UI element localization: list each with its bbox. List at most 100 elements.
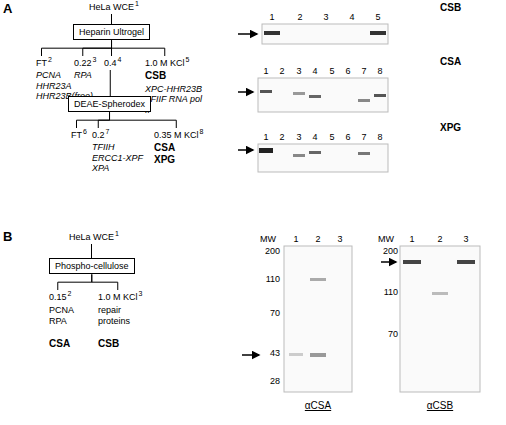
protein-list: PCNA RPA xyxy=(49,305,78,326)
fraction-number: 7 xyxy=(106,128,110,135)
blot-band xyxy=(293,92,305,95)
tree-line xyxy=(111,14,112,24)
blot-band xyxy=(289,353,303,356)
fraction-heading: 0.27 xyxy=(92,130,147,140)
lane-number: 3 xyxy=(323,12,328,22)
fraction-number: 1 xyxy=(115,230,119,237)
fraction-node: 0.27TFIIH ERCC1-XPF XPA xyxy=(92,130,147,173)
column-box: Phospho-cellulose xyxy=(49,258,135,274)
protein-label: CSA XPG xyxy=(154,142,179,165)
band-arrow xyxy=(381,261,396,263)
protein-list: XPC-HHR23B TFIIF RNA pol II xyxy=(145,84,206,115)
fraction-heading: 1.0 M KCl3 xyxy=(98,292,142,302)
blot-band xyxy=(374,94,386,97)
antibody-name: CSA xyxy=(440,56,461,68)
fraction-label: FT xyxy=(36,58,47,68)
mw-marker: 28 xyxy=(270,376,280,386)
band-arrow xyxy=(238,149,253,151)
column-name: DEAE-Spherodex xyxy=(74,99,145,109)
mw-marker: 110 xyxy=(384,287,398,297)
mw-marker: 43 xyxy=(270,348,280,358)
mw-heading: MW xyxy=(260,234,276,244)
fraction-heading: 0.152 xyxy=(49,292,78,302)
fraction-label: 0.4 xyxy=(104,58,117,68)
fraction-heading: 0.223 xyxy=(74,58,96,68)
mw-marker: 70 xyxy=(270,308,280,318)
tree-line xyxy=(110,70,111,96)
fraction-label: 1.0 M KCl xyxy=(145,58,185,68)
lane-number: 4 xyxy=(312,132,317,142)
fraction-number: 3 xyxy=(93,56,97,63)
lane-number: 7 xyxy=(361,132,366,142)
band-arrow xyxy=(238,91,253,93)
fraction-number: 2 xyxy=(48,56,52,63)
blot-membrane xyxy=(258,144,388,172)
mw-marker: 70 xyxy=(388,329,398,339)
mw-marker: 110 xyxy=(266,274,280,284)
lane-number: 8 xyxy=(377,132,382,142)
lane-number: 1 xyxy=(263,132,268,142)
fraction-number: 8 xyxy=(200,128,204,135)
lane-number: 3 xyxy=(296,66,301,76)
lane-number: 7 xyxy=(361,66,366,76)
protein-list: RPA xyxy=(74,70,95,80)
blot-band xyxy=(293,154,305,157)
protein-list: repair proteins xyxy=(98,305,134,326)
lane-number: 1 xyxy=(269,12,274,22)
blot-band xyxy=(310,278,326,281)
mw-heading: MW xyxy=(378,234,394,244)
blot-band xyxy=(259,148,273,153)
blot-band xyxy=(309,95,321,98)
fraction-node: 0.44 xyxy=(104,58,121,68)
blot-band xyxy=(309,151,321,154)
column-name: Phospho-cellulose xyxy=(55,261,129,271)
tree-line xyxy=(77,112,110,128)
blot-band xyxy=(264,31,280,35)
protein-label: CSB xyxy=(145,70,170,82)
fraction-label: 0.22 xyxy=(74,58,92,68)
fraction-node: HeLa WCE1 xyxy=(89,2,139,12)
blot-membrane xyxy=(400,246,480,392)
fraction-heading: HeLa WCE1 xyxy=(69,232,119,242)
fraction-node: 0.152PCNA RPA CSA xyxy=(49,292,78,350)
fraction-node: FT6 xyxy=(71,130,87,140)
fraction-heading: 0.44 xyxy=(104,58,121,68)
fraction-number: 5 xyxy=(186,56,190,63)
fraction-label: FT xyxy=(71,130,82,140)
tree-line xyxy=(83,40,112,56)
fraction-node: 0.223RPA xyxy=(74,58,96,81)
fraction-heading: FT6 xyxy=(71,130,87,140)
tree-line xyxy=(42,40,112,56)
blot-band xyxy=(310,353,326,357)
column-box: DEAE-Spherodex xyxy=(68,96,151,112)
protein-list: TFIIH ERCC1-XPF XPA xyxy=(92,142,147,173)
lane-number: 1 xyxy=(293,234,298,244)
lane-number: 1 xyxy=(409,234,414,244)
fraction-heading: 0.35 M KCl8 xyxy=(154,130,203,140)
lane-number: 2 xyxy=(315,234,320,244)
fraction-label: 0.35 M KCl xyxy=(154,130,199,140)
lane-number: 2 xyxy=(279,132,284,142)
fraction-label: 0.15 xyxy=(49,292,67,302)
fraction-node: 0.35 M KCl8CSA XPG xyxy=(154,130,203,165)
antibody-label: αCSA xyxy=(305,400,331,412)
band-arrow xyxy=(238,33,257,35)
panel-letter: B xyxy=(3,230,12,245)
fraction-heading: 1.0 M KCl5 xyxy=(145,58,206,68)
panel-letter: A xyxy=(3,2,12,17)
lane-number: 2 xyxy=(297,12,302,22)
lane-number: 5 xyxy=(375,12,380,22)
lane-number: 4 xyxy=(312,66,317,76)
lane-number: 3 xyxy=(463,234,468,244)
blot-band xyxy=(403,260,421,264)
protein-label: CSA xyxy=(49,338,74,350)
blot-membrane xyxy=(284,246,352,392)
fraction-number: 6 xyxy=(83,128,87,135)
blot-membrane xyxy=(262,24,388,44)
tree-line xyxy=(112,40,165,56)
lane-number: 3 xyxy=(337,234,342,244)
lane-number: 6 xyxy=(345,132,350,142)
blot-band xyxy=(260,90,272,93)
blot-band xyxy=(370,31,386,35)
fraction-label: HeLa WCE xyxy=(89,2,134,12)
